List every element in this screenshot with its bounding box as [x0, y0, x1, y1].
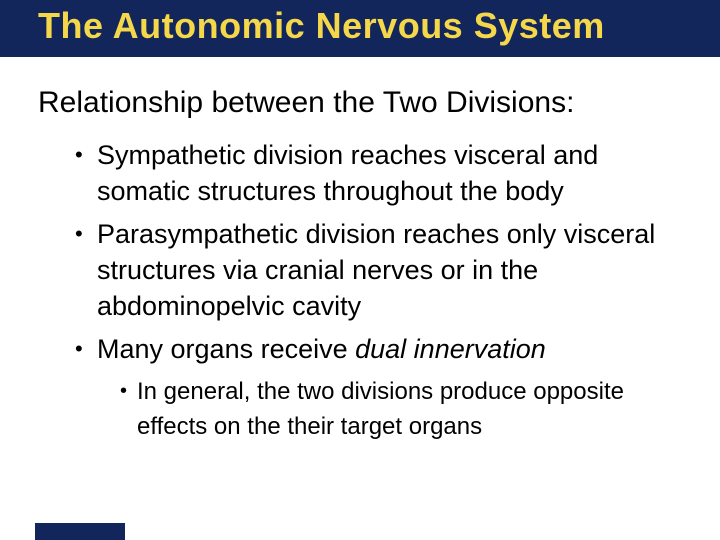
- title-bar: The Autonomic Nervous System: [0, 0, 720, 57]
- slide-content: Relationship between the Two Divisions: …: [0, 57, 720, 444]
- bullet-text-plain: Many organs receive: [97, 334, 356, 364]
- slide-title: The Autonomic Nervous System: [38, 4, 605, 46]
- bottom-partial-box: [35, 523, 125, 540]
- bullet-icon: •: [120, 380, 128, 402]
- sub-bullet-item: • In general, the two divisions produce …: [38, 374, 700, 444]
- bullet-icon: •: [75, 142, 83, 167]
- section-heading: Relationship between the Two Divisions:: [38, 86, 575, 119]
- bullet-text: Parasympathetic division reaches only vi…: [97, 219, 656, 321]
- bullet-text: Many organs receive dual innervation: [97, 331, 546, 367]
- bullet-item: • Sympathetic division reaches visceral …: [38, 137, 700, 209]
- bullet-item: • Many organs receive dual innervation: [38, 331, 700, 367]
- bullet-icon: •: [75, 336, 83, 361]
- sub-bullet-text: In general, the two divisions produce op…: [137, 378, 624, 440]
- bullet-icon: •: [75, 221, 83, 246]
- bullet-text: Sympathetic division reaches visceral an…: [97, 140, 599, 206]
- bullet-text-italic: dual innervation: [355, 334, 546, 364]
- bullet-item: • Parasympathetic division reaches only …: [38, 216, 700, 324]
